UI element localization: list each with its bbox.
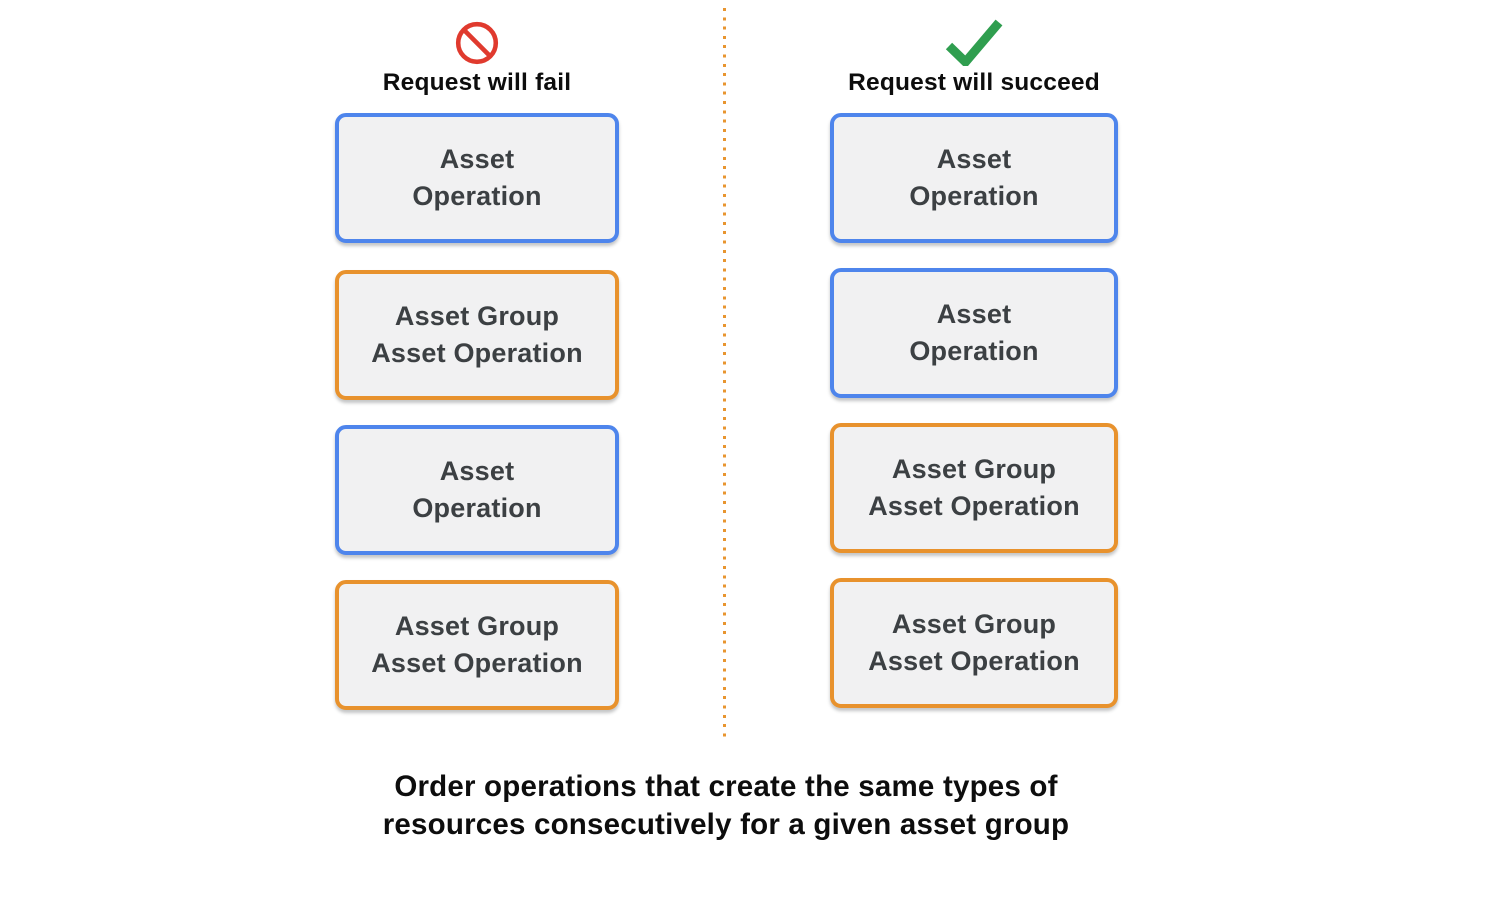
fail-box-asset-group-asset-operation-1: Asset Group Asset Operation	[335, 270, 619, 400]
fail-heading: Request will fail	[382, 69, 572, 96]
fail-box-asset-group-asset-operation-2: Asset Group Asset Operation	[335, 580, 619, 710]
box-label-line: Operation	[909, 336, 1039, 366]
success-column-header: Request will succeed	[830, 18, 1118, 97]
box-label-line: Asset Operation	[868, 491, 1080, 521]
box-label-line: Operation	[412, 493, 542, 523]
box-label-line: Asset Group	[891, 454, 1057, 484]
box-label-line: Operation	[412, 181, 542, 211]
success-box-asset-group-asset-operation-1: Asset Group Asset Operation	[830, 423, 1118, 553]
column-divider	[723, 8, 726, 740]
success-box-asset-operation-2: Asset Operation	[830, 268, 1118, 398]
box-label-line: Asset Group	[891, 609, 1057, 639]
box-label-line: Asset	[936, 144, 1012, 174]
box-label-line: Asset Group	[394, 611, 560, 641]
fail-box-asset-operation-2: Asset Operation	[335, 425, 619, 555]
caption-line-1: Order operations that create the same ty…	[394, 770, 1058, 803]
success-box-asset-operation-1: Asset Operation	[830, 113, 1118, 243]
box-label-line: Asset Operation	[868, 646, 1080, 676]
box-label-line: Operation	[909, 181, 1039, 211]
box-label-line: Asset Group	[394, 301, 560, 331]
box-label-line: Asset Operation	[371, 338, 583, 368]
box-label-line: Asset Operation	[371, 648, 583, 678]
checkmark-icon	[945, 19, 1003, 66]
prohibition-icon	[455, 21, 499, 65]
caption-line-2: resources consecutively for a given asse…	[382, 808, 1070, 841]
diagram-caption: Order operations that create the same ty…	[0, 768, 1452, 844]
box-label-line: Asset	[936, 299, 1012, 329]
box-label-line: Asset	[439, 456, 515, 486]
fail-column-header: Request will fail	[335, 20, 619, 97]
fail-box-asset-operation-1: Asset Operation	[335, 113, 619, 243]
box-label-line: Asset	[439, 144, 515, 174]
success-heading: Request will succeed	[848, 69, 1100, 96]
success-box-asset-group-asset-operation-2: Asset Group Asset Operation	[830, 578, 1118, 708]
